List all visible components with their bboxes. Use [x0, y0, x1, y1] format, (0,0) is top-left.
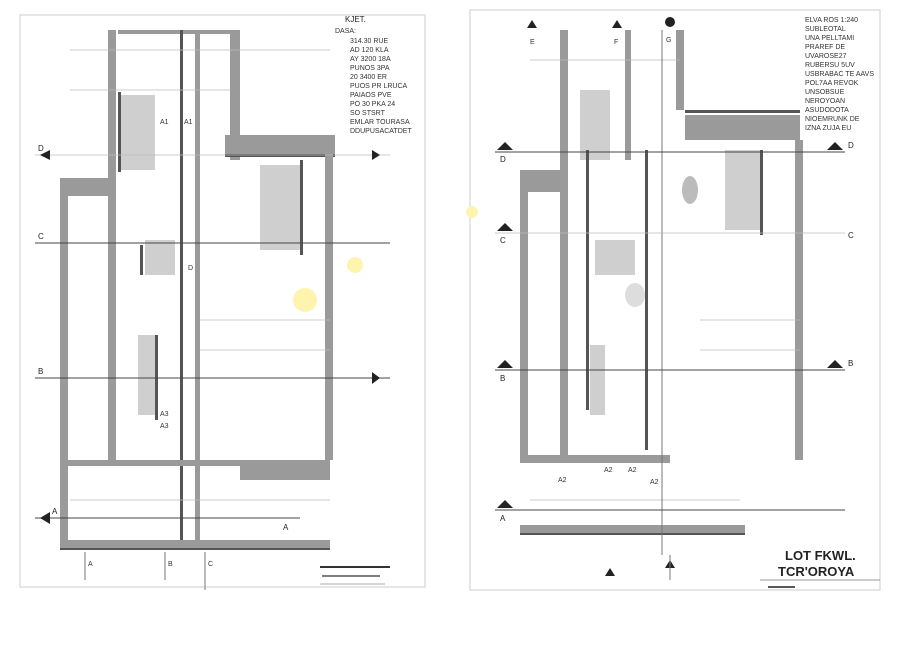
section-marker-label: A: [52, 507, 58, 516]
section-marker-label: A: [500, 514, 506, 523]
section-marker-arrow: [497, 360, 513, 368]
legend-item: POL7AA REVOK: [805, 80, 859, 87]
legend-item: ELVA ROS 1:240: [805, 17, 858, 24]
room-tag: A2: [628, 467, 637, 474]
grid-label: G: [666, 37, 671, 44]
section-marker-arrow: [497, 142, 513, 150]
right-title-block: LOT FKWL. TCR'OROYA: [760, 548, 880, 588]
legend-item: UNA PELLTAMI: [805, 35, 854, 42]
section-marker-label: D: [848, 141, 854, 150]
section-marker-arrow: [372, 150, 380, 160]
legend-item: 20 3400 ER: [350, 74, 387, 81]
left-section-lines: A A B C D: [35, 144, 390, 532]
right-legend: ELVA ROS 1:240 SUBLEOTAL UNA PELLTAMI PR…: [805, 17, 874, 132]
left-grid-labels: A B C: [84, 552, 213, 590]
section-marker-label: C: [848, 231, 854, 240]
legend-item: 314.30 RUE: [350, 38, 388, 45]
room-tag: A2: [650, 479, 659, 486]
legend-item: DDUPUSACATDET: [350, 128, 412, 135]
left-plan-walls: [60, 30, 363, 550]
room-tag: A1: [184, 119, 193, 126]
room-tag: A3: [160, 411, 169, 418]
legend-item: PUOS PR LRUCA: [350, 83, 408, 90]
legend-item: AD 120 KLA: [350, 47, 389, 54]
legend-item: UNSOBSUE: [805, 89, 845, 96]
right-room-tags: A2 A2 A2 A2: [558, 467, 659, 486]
section-marker-label: C: [500, 236, 506, 245]
section-marker-label: B: [848, 359, 853, 368]
drawing-subtitle: TCR'OROYA: [778, 564, 855, 579]
legend-title: KJET.: [345, 15, 366, 24]
section-marker-label: A: [283, 523, 289, 532]
section-marker-arrow: [372, 372, 380, 384]
legend-item: IZNA ZUJA EU: [805, 125, 851, 132]
legend-item: SUBLEOTAL: [805, 26, 846, 33]
section-marker-arrow: [497, 500, 513, 508]
legend-item: PUNOS 3PA: [350, 65, 390, 72]
right-grid-labels: E F G: [527, 17, 675, 580]
grid-label: C: [208, 561, 213, 568]
right-sheet: D D C C B B A A2 A2 A2 A2 E F G ELVA ROS…: [466, 9, 881, 591]
left-title-block: [320, 566, 390, 585]
left-sheet: A A B C D A1 A1 D A3 A3 A B C KJET. DASA…: [19, 14, 426, 590]
left-legend: KJET. DASA: 314.30 RUE AD 120 KLA AY 320…: [335, 15, 412, 135]
legend-subtitle: DASA:: [335, 28, 356, 35]
section-marker-arrow: [497, 223, 513, 231]
room-tag: A1: [160, 119, 169, 126]
section-marker-arrow: [827, 142, 843, 150]
legend-item: EMLAR TOURASA: [350, 119, 410, 126]
grid-label: F: [614, 39, 618, 46]
legend-item: SO STSRT: [350, 110, 386, 117]
left-room-tags: A1 A1 D A3 A3: [160, 119, 193, 430]
section-marker-arrow: [827, 360, 843, 368]
section-marker-label: B: [38, 367, 43, 376]
section-marker-arrow: [40, 512, 50, 524]
section-marker-label: B: [500, 374, 505, 383]
legend-item: RUBERSU 5UV: [805, 62, 855, 69]
sheet-border: [469, 9, 881, 591]
section-marker-label: D: [38, 144, 44, 153]
legend-item: USBRABAC TE AAVS: [805, 71, 874, 78]
room-tag: A3: [160, 423, 169, 430]
right-section-lines: D D C C B B A: [495, 141, 854, 523]
room-tag: A2: [558, 477, 567, 484]
legend-item: AY 3200 18A: [350, 56, 391, 63]
grid-bubble: [665, 17, 675, 27]
legend-item: ASUDODOTA: [805, 107, 849, 114]
room-tag: D: [188, 265, 193, 272]
legend-item: PRAREF DE: [805, 44, 845, 51]
drawing-title: LOT FKWL.: [785, 548, 856, 563]
grid-label: A: [88, 561, 93, 568]
legend-item: NIOEMRUNK DE: [805, 116, 860, 123]
section-marker-label: D: [500, 155, 506, 164]
section-marker-label: C: [38, 232, 44, 241]
room-tag: A2: [604, 467, 613, 474]
legend-item: PAIAOS PVE: [350, 92, 392, 99]
grid-label: B: [168, 561, 173, 568]
section-marker-arrow: [40, 150, 50, 160]
right-plan-walls: [466, 30, 803, 555]
grid-label: E: [530, 39, 535, 46]
legend-item: UVAROSE27: [805, 53, 847, 60]
legend-item: NEROYOAN: [805, 98, 845, 105]
sheet-border: [19, 14, 426, 588]
legend-item: PO 30 PKA 24: [350, 101, 395, 108]
